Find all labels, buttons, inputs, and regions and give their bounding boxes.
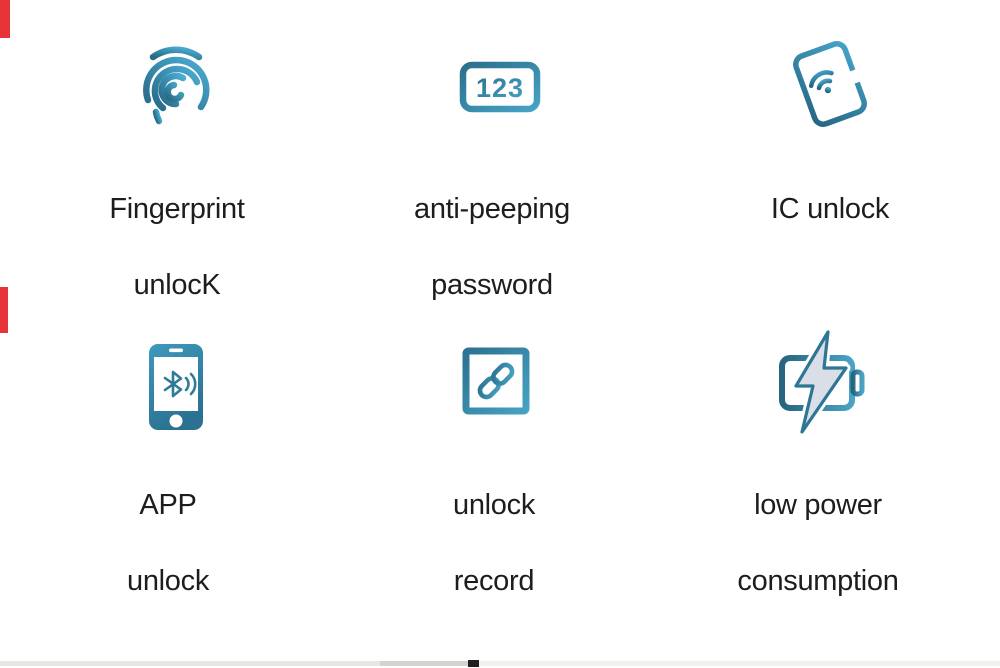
label-line: APP <box>139 489 197 521</box>
battery-lightning-icon <box>779 330 865 434</box>
bottom-strip-dark <box>380 661 468 666</box>
bluetooth-glyph <box>163 370 197 398</box>
red-accent-top-left <box>0 0 10 38</box>
label-line: password <box>431 269 553 301</box>
label-line: unlocK <box>133 269 221 301</box>
feature-label-app-unlock: APP unlock <box>8 448 328 638</box>
bottom-strip-right <box>479 661 1000 666</box>
label-line: unlock <box>126 565 210 597</box>
lightning-bolt <box>794 330 848 434</box>
feature-label-fingerprint: Fingerprint unlocK <box>17 152 337 342</box>
bottom-strip-left <box>0 661 380 666</box>
phone-bluetooth-icon <box>149 344 203 430</box>
label-line: low power <box>754 489 882 521</box>
keypad-123-icon: 123 <box>459 61 541 113</box>
label-line: unlock <box>452 489 536 521</box>
chain-link-icon <box>462 347 530 415</box>
label-line: consumption <box>737 565 899 597</box>
feature-label-unlock-record: unlock record <box>334 448 654 638</box>
fingerprint-icon <box>143 46 210 125</box>
label-line: record <box>453 565 535 597</box>
label-line: IC unlock <box>770 193 890 225</box>
ic-card-icon <box>793 41 867 127</box>
keypad-digits: 123 <box>476 73 524 103</box>
feature-label-anti-peeping: anti-peeping password <box>332 152 652 342</box>
bottom-strip-black <box>468 660 479 667</box>
red-accent-left-middle <box>0 287 8 333</box>
feature-label-ic-unlock: IC unlock <box>670 152 990 304</box>
label-line: Fingerprint <box>109 193 245 225</box>
feature-label-low-power: low power consumption <box>658 448 978 638</box>
label-line: anti-peeping <box>413 193 571 225</box>
